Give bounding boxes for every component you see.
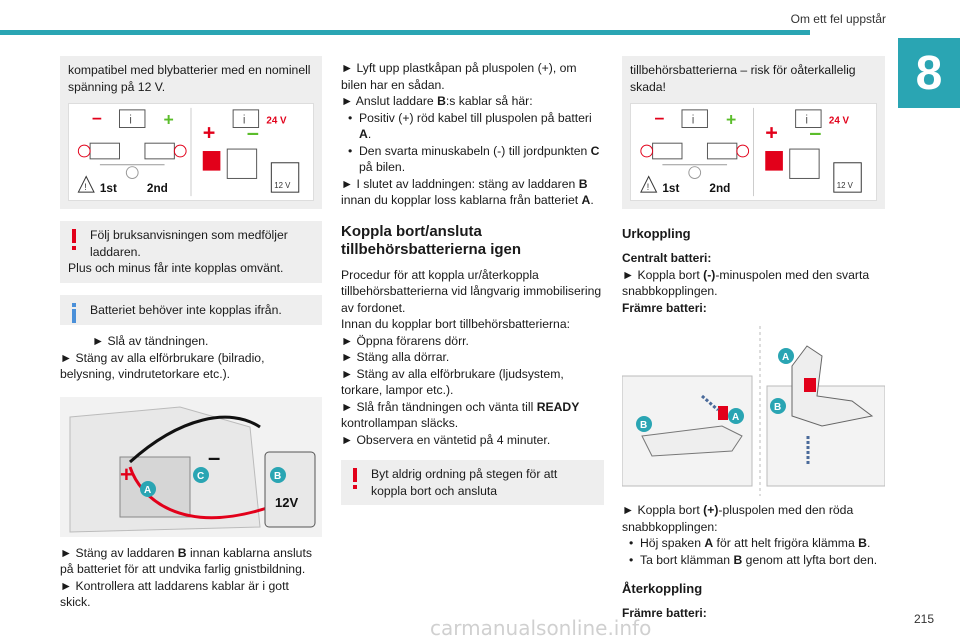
front-battery-svg: A B A B xyxy=(622,326,885,496)
minus-sign-icon: – xyxy=(809,119,821,144)
bullet-lift-lever: Höj spaken A för att helt frigöra klämma… xyxy=(622,535,885,552)
step-open-door: ► Öppna förarens dörr. xyxy=(341,333,469,348)
svg-text:12 V: 12 V xyxy=(837,181,854,190)
warning-order-text: Byt aldrig ordning på stegen för att kop… xyxy=(371,467,558,498)
svg-text:C: C xyxy=(197,471,204,482)
svg-text:i: i xyxy=(692,114,695,127)
warning-continuation-text: tillbehörsbatterierna – risk för oåterka… xyxy=(630,63,856,94)
step-consumers-off: ► Stäng av alla elförbrukare (bilradio, … xyxy=(60,350,265,382)
procedure-intro: Procedur för att koppla ur/återkoppla ti… xyxy=(341,267,602,315)
header-accent-bar xyxy=(0,30,810,35)
svg-text:!: ! xyxy=(84,182,86,192)
warning-text-2: Plus och minus får inte kopplas omvänt. xyxy=(68,261,284,275)
warning-box-order: Byt aldrig ordning på stegen för att kop… xyxy=(341,460,604,505)
column-2: ► Lyft upp plastkåpan på pluspolen (+), … xyxy=(341,60,604,505)
svg-text:A: A xyxy=(732,412,739,423)
svg-text:A: A xyxy=(144,485,151,496)
svg-text:B: B xyxy=(640,420,647,431)
plus-sign-icon: + xyxy=(726,110,736,130)
step-ignition-ready: ► Slå från tändningen och vänta till REA… xyxy=(341,399,580,431)
svg-text:i: i xyxy=(129,114,132,127)
bullet-positive-cable: Positiv (+) röd kabel till pluspolen på … xyxy=(341,110,604,143)
charging-order-diagram-2: – + i ! 1st 2nd + – i 24 V xyxy=(630,103,877,201)
section-heading-disconnect: Koppla bort/ansluta tillbehörsbatteriern… xyxy=(341,222,522,258)
step-wait: ► Observera en väntetid på 4 minuter. xyxy=(341,432,551,447)
plus-sign-icon: + xyxy=(164,110,174,130)
charging-order-svg-2: – + i ! 1st 2nd + – i 24 V xyxy=(640,108,862,197)
svg-text:2nd: 2nd xyxy=(709,182,730,195)
svg-text:B: B xyxy=(774,402,781,413)
label-central-battery: Centralt batteri: xyxy=(622,251,712,265)
info-i-icon xyxy=(72,302,76,323)
chapter-number-tab: 8 xyxy=(898,38,960,108)
svg-text:1st: 1st xyxy=(662,182,679,195)
minus-sign-icon: – xyxy=(655,108,665,128)
svg-text:1st: 1st xyxy=(100,182,117,195)
svg-text:12 V: 12 V xyxy=(274,181,291,190)
exclamation-icon xyxy=(353,468,357,489)
battery-charging-illustration: 12V A C B + – xyxy=(60,396,322,537)
svg-text:–: – xyxy=(208,445,220,470)
label-front-battery: Främre batteri: xyxy=(622,300,707,315)
plus-sign-icon: + xyxy=(203,119,216,144)
bullet-negative-cable: Den svarta minuskabeln (-) till jordpunk… xyxy=(341,143,604,176)
minus-sign-icon: – xyxy=(92,108,102,128)
chapter-title: Om ett fel uppstår xyxy=(790,12,886,26)
svg-text:+: + xyxy=(120,462,133,487)
exclamation-icon xyxy=(72,229,76,250)
step-connect-cables: ► Anslut laddare B:s kablar så här: xyxy=(341,94,533,108)
step-disconnect-minus: ► Koppla bort (-)-minuspolen med den sva… xyxy=(622,267,870,299)
svg-text:12V: 12V xyxy=(275,495,298,510)
svg-text:i: i xyxy=(805,114,808,127)
info-box-battery: Batteriet behöver inte kopplas ifrån. xyxy=(60,294,322,325)
charging-order-svg: – + i ! 1st 2nd + – i 24 V xyxy=(77,108,300,197)
warning-text-1: Följ bruksanvisningen som medföljer ladd… xyxy=(90,228,288,259)
charger-note-text: kompatibel med blybatterier med en nomin… xyxy=(68,63,311,94)
heading-urkoppling: Urkoppling xyxy=(622,226,691,241)
bullet-remove-clamp: Ta bort klämman B genom att lyfta bort d… xyxy=(622,552,885,569)
svg-text:B: B xyxy=(274,471,281,482)
step-close-doors: ► Stäng alla dörrar. xyxy=(341,350,450,364)
step-consumers-off-2: ► Stäng av alla elförbrukare (ljudsystem… xyxy=(341,366,564,398)
before-disconnect: Innan du kopplar bort tillbehörsbatterie… xyxy=(341,317,570,331)
step-lift-cover: ► Lyft upp plastkåpan på pluspolen (+), … xyxy=(341,61,577,92)
heading-aterkoppling: Återkoppling xyxy=(622,581,703,596)
plus-sign-icon: + xyxy=(765,119,778,144)
svg-text:A: A xyxy=(782,352,789,363)
minus-sign-icon: – xyxy=(247,119,259,144)
charging-order-diagram: – + i ! 1st 2nd + – i 24 V xyxy=(68,103,314,201)
page-number: 215 xyxy=(913,612,934,626)
watermark: carmanualsonline.info xyxy=(430,616,652,640)
warning-box-charger: Följ bruksanvisningen som medföljer ladd… xyxy=(60,221,322,283)
step-charger-off: ► Stäng av laddaren B innan kablarna ans… xyxy=(60,545,312,577)
svg-text:!: ! xyxy=(647,182,649,192)
warning-continuation-box: tillbehörsbatterierna – risk för oåterka… xyxy=(622,56,885,209)
svg-text:2nd: 2nd xyxy=(147,182,168,195)
label-front-battery-2: Främre batteri: xyxy=(622,606,707,620)
column-3: tillbehörsbatterierna – risk för oåterka… xyxy=(622,56,885,622)
step-end-charging: ► I slutet av laddningen: stäng av ladda… xyxy=(341,176,594,208)
step-check-cables: ► Kontrollera att laddarens kablar är i … xyxy=(60,578,289,610)
svg-text:24 V: 24 V xyxy=(266,116,287,127)
svg-text:24 V: 24 V xyxy=(829,116,850,127)
step-ignition-off: ► Slå av tändningen. xyxy=(92,334,209,348)
battery-charger-svg: 12V A C B + – xyxy=(60,396,322,537)
charger-note-box: kompatibel med blybatterier med en nomin… xyxy=(60,56,322,209)
info-text: Batteriet behöver inte kopplas ifrån. xyxy=(90,302,282,317)
column-1: kompatibel med blybatterier med en nomin… xyxy=(60,56,322,611)
front-battery-illustration: A B A B xyxy=(622,326,885,496)
step-disconnect-plus: ► Koppla bort (+)-pluspolen med den röda… xyxy=(622,503,854,534)
svg-text:i: i xyxy=(243,114,246,127)
